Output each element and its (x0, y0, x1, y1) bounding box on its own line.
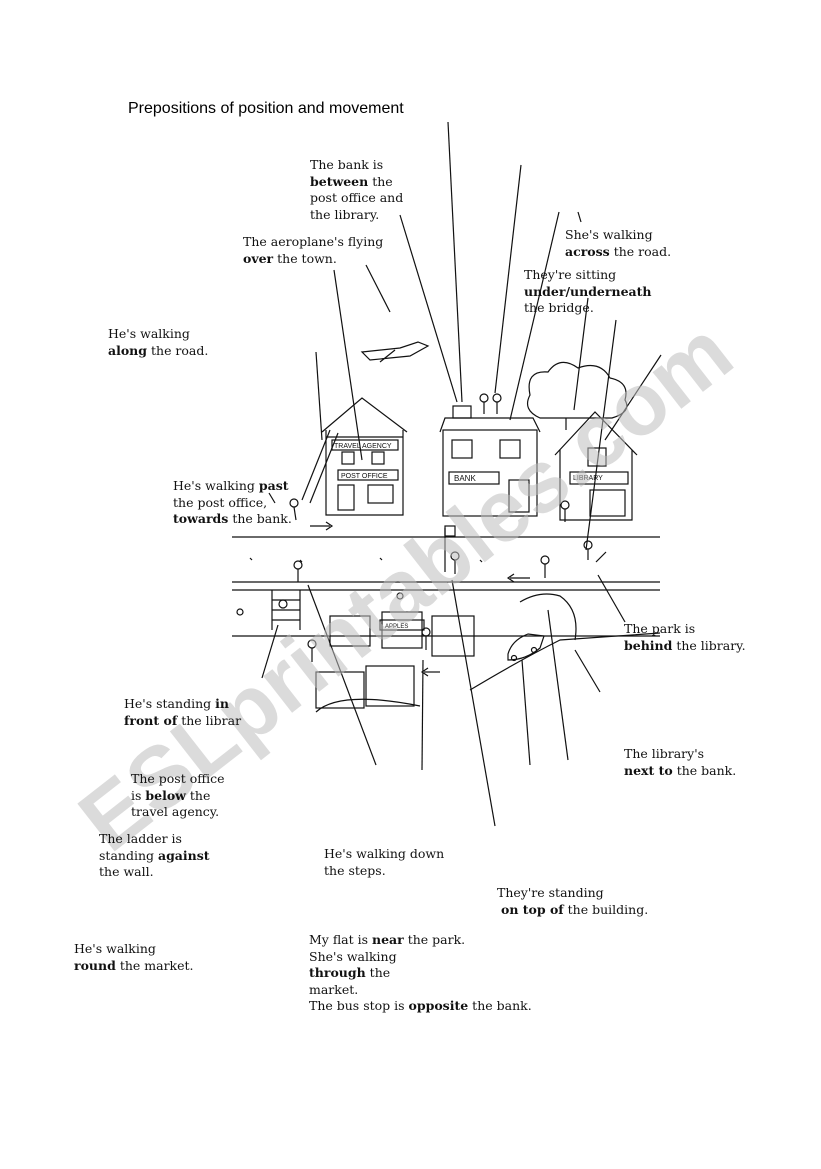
sign-bank: BANK (454, 474, 476, 483)
caption-round: He's walking round the market. (74, 941, 194, 973)
caption-on-top-of: They're standing on top of the building. (497, 885, 649, 917)
caption-down: He's walking down the steps. (324, 846, 445, 878)
caption-in-front-of: He's standing in front of the librar (124, 696, 242, 728)
caption-across: She's walking across the road. (565, 227, 672, 259)
caption-over: The aeroplane's flying over the town. (243, 234, 384, 266)
caption-past-towards: He's walking past the post office, towar… (173, 478, 292, 526)
caption-behind: The park is behind the library. (624, 621, 746, 653)
caption-along: He's walking along the road. (108, 326, 209, 358)
caption-near-through-opposite: My flat is near the park. She's walking … (309, 932, 532, 1013)
caption-next-to: The library's next to the bank. (624, 746, 737, 778)
sign-travel-agency: TRAVEL AGENCY (334, 443, 392, 450)
sign-stall: APPLES (385, 624, 408, 630)
caption-against: The ladder is standing against the wall. (99, 831, 210, 879)
caption-below: The post office is below the travel agen… (131, 771, 225, 819)
sign-post-office: POST OFFICE (341, 473, 388, 480)
sign-library: LIBRARY (573, 475, 603, 482)
page-title: Prepositions of position and movement (128, 100, 404, 117)
caption-under: They're sitting under/underneath the bri… (524, 267, 652, 315)
caption-between: The bank is between the post office and … (310, 157, 404, 222)
